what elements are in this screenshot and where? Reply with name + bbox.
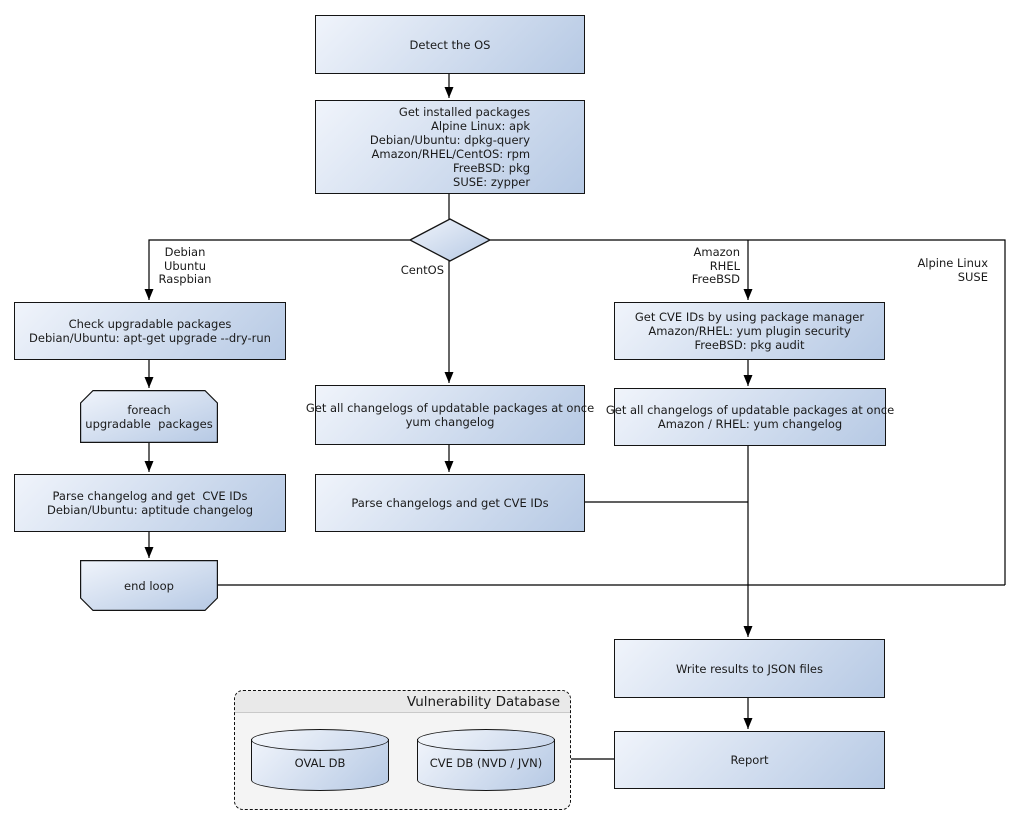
decision-diamond — [408, 218, 492, 262]
node-get-changelogs-amazon-rhel: Get all changelogs of updatable packages… — [606, 388, 894, 446]
loop-end-shape — [80, 560, 218, 611]
cve-db-cylinder: CVE DB (NVD / JVN) — [417, 729, 555, 791]
cluster-title: Vulnerability Database — [235, 691, 570, 713]
branch-label-centos: CentOS — [400, 263, 444, 277]
connectors — [144, 72, 1006, 760]
cylinder-top — [417, 729, 555, 751]
node-report: Report — [614, 731, 885, 789]
edge-decision-to-debian — [144, 239, 410, 300]
loop-start-shape — [80, 390, 218, 443]
node-write-results-json: Write results to JSON files — [614, 639, 885, 698]
oval-db-cylinder: OVAL DB — [251, 729, 389, 791]
vulnerability-database-cluster: Vulnerability Database OVAL DB CVE DB (N… — [234, 690, 571, 810]
cve-db-label: CVE DB (NVD / JVN) — [429, 756, 543, 770]
node-detect-os: Detect the OS — [315, 15, 585, 74]
oval-db-label: OVAL DB — [294, 756, 346, 770]
cylinder-top — [251, 729, 389, 751]
node-end-loop: end loop — [80, 560, 218, 611]
node-parse-changelogs-centos: Parse changelogs and get CVE IDs — [315, 474, 585, 532]
edge-decision-to-alpine — [490, 239, 1006, 585]
node-get-changelogs-centos: Get all changelogs of updatable packages… — [306, 385, 594, 445]
